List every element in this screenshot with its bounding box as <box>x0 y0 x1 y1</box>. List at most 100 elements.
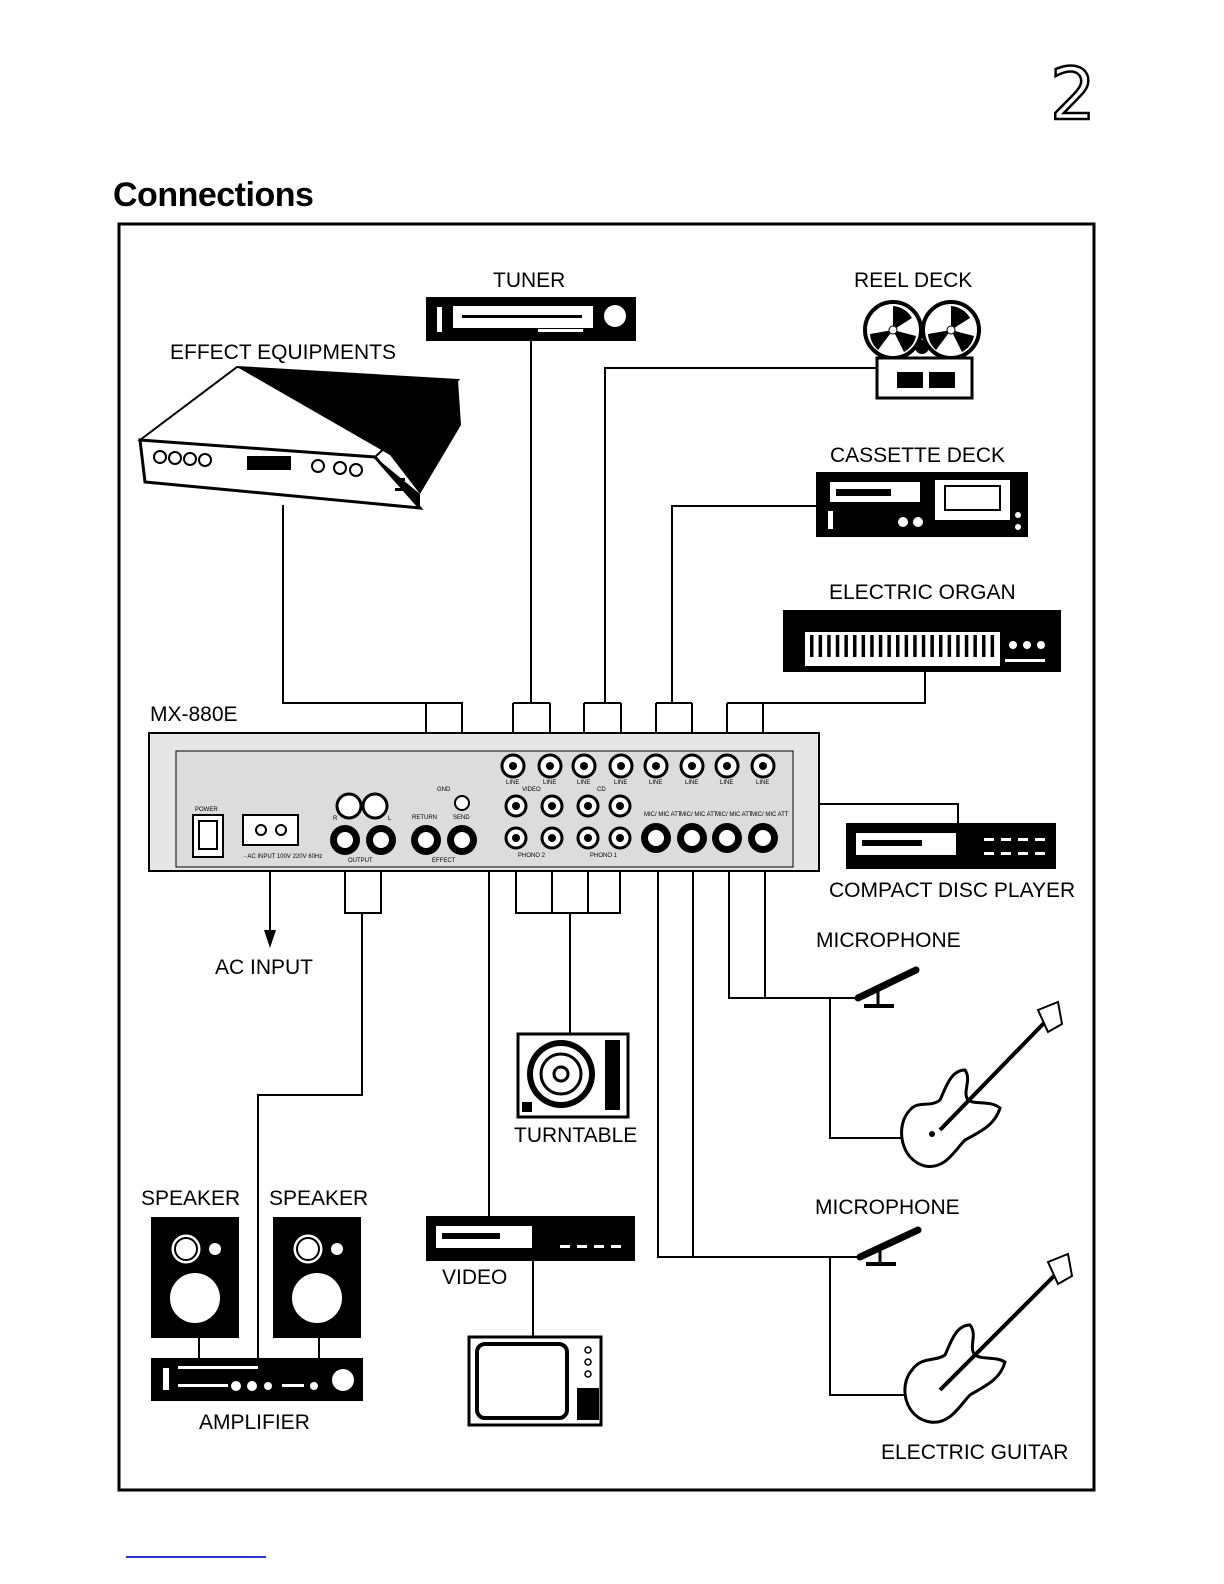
rca-jack-pin <box>548 834 556 842</box>
organ-key <box>990 635 995 657</box>
mic-jack-label: MIC/ MIC ATT <box>751 812 789 818</box>
television <box>467 1335 603 1427</box>
tuner <box>426 297 636 341</box>
rca-jack-pin <box>616 802 624 810</box>
cassette-deck <box>816 472 1028 537</box>
send-label: SEND <box>453 815 470 821</box>
line-jack-label: LINE <box>685 780 698 786</box>
compact-disc-player-label: COMPACT DISC PLAYER <box>829 879 1075 902</box>
ac-input-label: AC INPUT <box>215 956 313 979</box>
rca-jack-pin <box>584 802 592 810</box>
cassette-deck-label: CASSETTE DECK <box>830 444 1005 467</box>
mic-jack-label: MIC/ MIC ATT <box>715 812 753 818</box>
organ-key <box>844 635 848 657</box>
speaker-left <box>151 1217 239 1338</box>
line-jack-label: LINE <box>756 780 769 786</box>
organ-key <box>896 635 900 657</box>
organ-key <box>956 635 960 657</box>
organ-key <box>835 635 840 657</box>
line-jack-pin <box>723 762 731 770</box>
organ-key <box>810 635 814 657</box>
compact-disc-player <box>846 823 1056 869</box>
line-jack-label: LINE <box>649 780 662 786</box>
tuner-label: TUNER <box>493 269 565 292</box>
ac-input-panel-label: - AC INPUT 100V 220V 60Hz <box>244 854 322 860</box>
organ-key <box>930 635 934 657</box>
organ-key <box>827 635 831 657</box>
electric-guitar-2 <box>903 1252 1074 1424</box>
microphone-1-label: MICROPHONE <box>816 929 961 952</box>
line-jack-label: LINE <box>543 780 556 786</box>
microphone-1 <box>854 966 920 1008</box>
organ-key <box>818 635 823 657</box>
mic-jack-label: MIC/ MIC ATT <box>644 812 682 818</box>
effect-equipment <box>137 365 461 510</box>
speaker-right <box>273 1217 361 1338</box>
phono2-label: PHONO 2 <box>518 853 546 859</box>
gnd-label: GND <box>437 787 451 793</box>
organ-key <box>878 635 883 657</box>
mixer-model-label: MX-880E <box>150 703 238 726</box>
line-jack-pin <box>652 762 660 770</box>
line-jack-label: LINE <box>720 780 733 786</box>
rca-jack-pin <box>512 802 520 810</box>
organ-key <box>973 635 977 657</box>
page-number: 2 <box>1049 52 1097 136</box>
footer-rule <box>126 1556 266 1558</box>
phono1-label: PHONO 1 <box>590 853 618 859</box>
organ-key <box>870 635 874 657</box>
line-jack-pin <box>509 762 517 770</box>
organ-key <box>904 635 909 657</box>
line-jack-pin <box>546 762 554 770</box>
output-l-label: L <box>388 816 392 822</box>
mic-jack-label: MIC/ MIC ATT <box>680 812 718 818</box>
organ-key <box>921 635 926 657</box>
video-recorder <box>426 1216 635 1261</box>
organ-key <box>853 635 857 657</box>
output-label: OUTPUT <box>348 858 373 864</box>
reel-deck <box>863 300 981 400</box>
organ-key <box>982 635 986 657</box>
rca-jack-pin <box>616 834 624 842</box>
power-label: POWER <box>195 807 218 813</box>
organ-key <box>913 635 917 657</box>
turntable-label: TURNTABLE <box>514 1124 637 1147</box>
electric-organ-label: ELECTRIC ORGAN <box>829 581 1016 604</box>
effect-label: EFFECT <box>432 858 456 864</box>
return-label: RETURN <box>412 815 437 821</box>
organ-key <box>964 635 969 657</box>
line-jack-label: LINE <box>506 780 519 786</box>
electric-organ <box>783 610 1061 672</box>
amplifier <box>151 1358 363 1401</box>
microphone-2-label: MICROPHONE <box>815 1196 960 1219</box>
mic-jack-hole <box>684 830 700 846</box>
mic-jack-hole <box>755 830 771 846</box>
line-jack-pin <box>580 762 588 770</box>
speaker-right-label: SPEAKER <box>269 1187 368 1210</box>
organ-key <box>887 635 891 657</box>
rca-jack-pin <box>584 834 592 842</box>
line-jack-label: LINE <box>577 780 590 786</box>
line-jack-pin <box>617 762 625 770</box>
line-jack-label: LINE <box>614 780 627 786</box>
organ-key <box>861 635 866 657</box>
output-r-label: R <box>333 816 338 822</box>
turntable <box>516 1032 630 1119</box>
connection-wires <box>198 340 959 1396</box>
reel-deck-label: REEL DECK <box>854 269 972 292</box>
video-jack-label: VIDEO <box>522 787 541 793</box>
speaker-left-label: SPEAKER <box>141 1187 240 1210</box>
line-jack-pin <box>759 762 767 770</box>
cd-jack-label: CD <box>597 787 606 793</box>
organ-key <box>939 635 943 657</box>
amplifier-label: AMPLIFIER <box>199 1411 310 1434</box>
line-jack-pin <box>688 762 696 770</box>
organ-key <box>947 635 952 657</box>
video-label: VIDEO <box>442 1266 507 1289</box>
rca-jack-pin <box>512 834 520 842</box>
electric-guitar-1 <box>900 1000 1064 1168</box>
microphone-2 <box>856 1226 922 1266</box>
rca-jack-pin <box>548 802 556 810</box>
mixer-rear-panel <box>148 732 820 872</box>
